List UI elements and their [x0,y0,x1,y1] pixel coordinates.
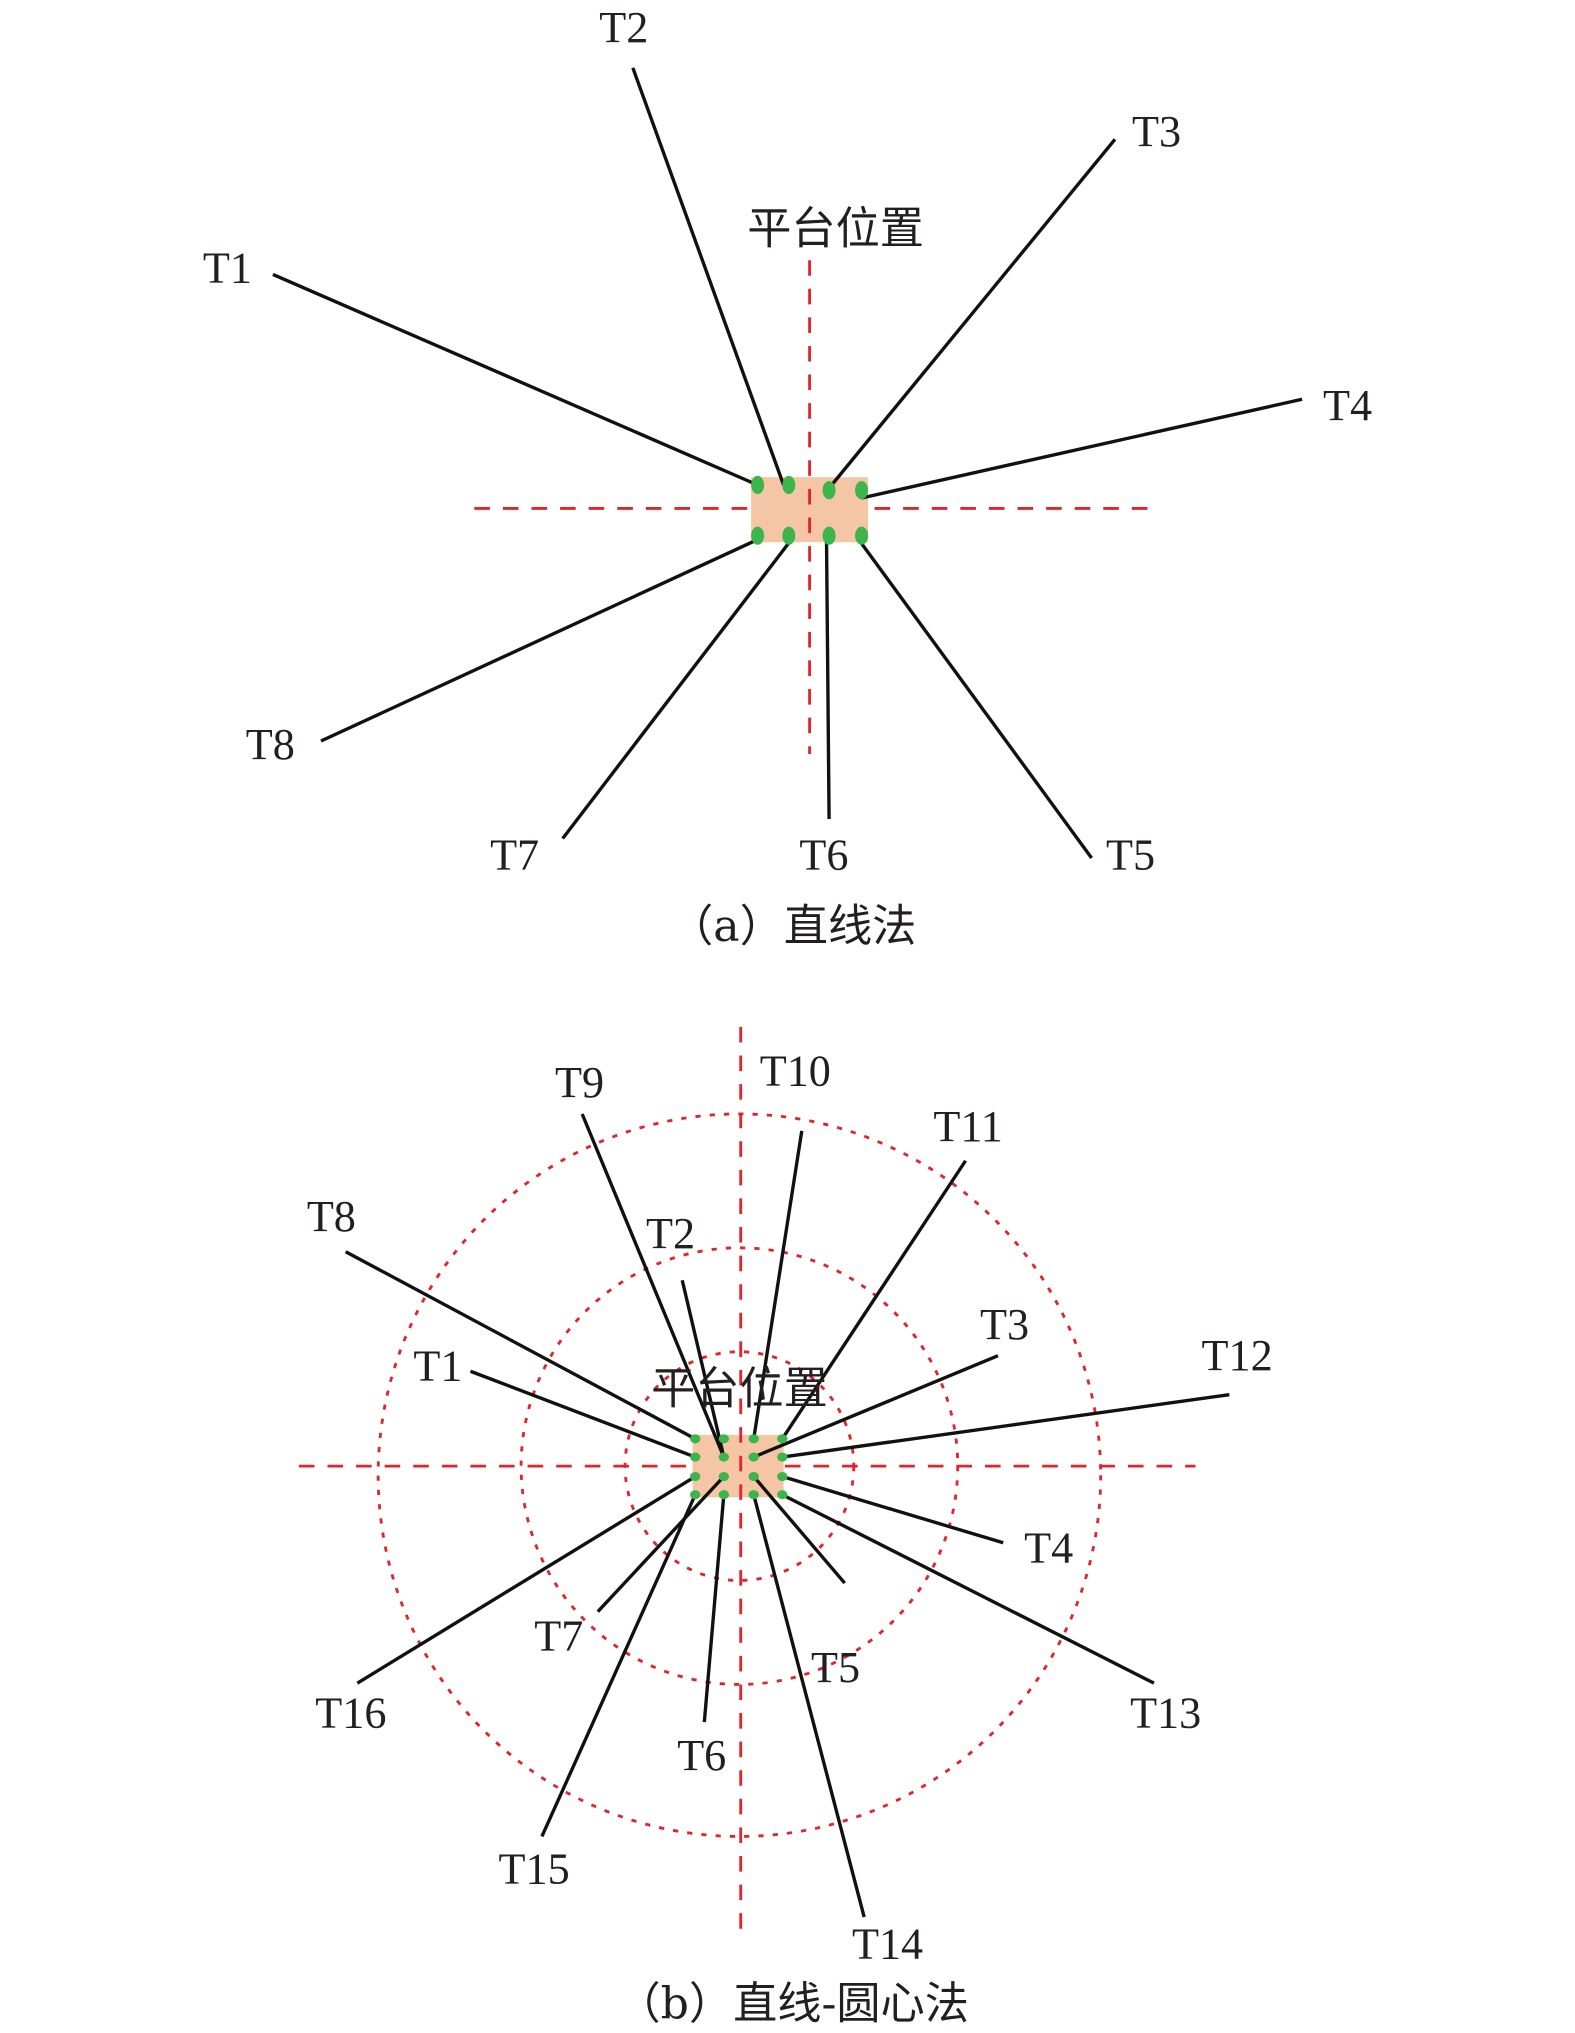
target-label-t1: T1 [413,1341,462,1390]
platform-label-a: 平台位置 [747,203,924,254]
anchor-dot [690,1490,701,1500]
anchor-dot [690,1471,701,1482]
target-label-t5: T5 [1106,831,1155,880]
target-label-t12: T12 [1202,1331,1273,1380]
target-line-t15 [540,1494,697,1838]
anchor-dot [748,1434,759,1444]
target-line-t3 [753,1354,999,1459]
anchor-dot [751,526,765,545]
target-line-t2 [631,67,786,486]
target-label-t4: T4 [1323,381,1372,430]
anchor-dot [777,1490,788,1500]
platform-label-b: 平台位置 [651,1364,828,1415]
anchor-dot [782,526,796,545]
anchor-dot [782,475,796,495]
target-label-t1: T1 [203,243,252,292]
anchor-dot [777,1471,788,1482]
target-label-t6: T6 [799,831,848,880]
anchor-dot [855,526,869,545]
target-label-t7: T7 [490,831,539,880]
anchor-dot [751,475,765,495]
target-line-t8 [344,1250,697,1441]
target-label-t15: T15 [499,1844,570,1893]
target-line-t4 [861,397,1303,500]
caption-a: （a）直线法 [669,901,916,952]
target-line-t12 [782,1392,1230,1459]
target-line-t9 [580,1113,726,1458]
target-line-t13 [781,1493,1155,1685]
anchor-dot [822,481,836,500]
target-label-t13: T13 [1130,1688,1201,1737]
anchor-dot [748,1452,759,1462]
anchor-dot [777,1452,788,1462]
target-label-t2: T2 [599,3,648,52]
target-label-t6: T6 [677,1731,726,1780]
target-line-t7 [596,1475,726,1613]
anchor-dot [690,1434,701,1444]
target-label-t5: T5 [811,1643,860,1692]
target-line-t1 [469,1369,696,1459]
anchor-dot [690,1452,701,1462]
anchor-dot [855,481,869,500]
target-line-t7 [561,538,793,840]
target-line-t1 [272,272,759,487]
anchor-dot [777,1434,788,1444]
target-line-t5 [860,542,1093,859]
caption-b: （b）直线-圆心法 [616,1978,968,2029]
target-line-t8 [320,538,759,743]
anchor-dot [718,1434,730,1444]
target-label-t9: T9 [555,1058,604,1107]
target-label-t3: T3 [980,1300,1029,1349]
target-label-t8: T8 [307,1192,356,1241]
anchor-dot [718,1452,730,1462]
anchor-dot [748,1490,759,1500]
anchor-dot [748,1471,759,1482]
target-line-t6 [702,1494,726,1723]
target-label-t16: T16 [315,1688,386,1737]
target-line-t16 [356,1475,697,1685]
anchor-dot [718,1471,730,1482]
target-line-t4 [781,1474,1004,1545]
target-label-t10: T10 [760,1046,831,1095]
platform-box-b [692,1434,784,1498]
target-label-t8: T8 [246,720,295,769]
target-label-t2: T2 [646,1209,695,1258]
target-label-t4: T4 [1024,1523,1073,1572]
target-line-t3 [830,138,1117,487]
target-label-t11: T11 [933,1102,1003,1151]
target-line-t10 [752,1130,804,1440]
target-line-t6 [824,535,831,819]
anchor-dot [822,526,836,545]
target-label-t7: T7 [534,1612,583,1661]
target-line-t2 [680,1279,726,1458]
anchor-dot [718,1490,730,1500]
target-line-t5 [752,1475,846,1585]
target-label-t14: T14 [852,1920,923,1969]
target-label-t3: T3 [1132,107,1181,156]
target-line-t11 [780,1159,967,1440]
target-line-t14 [752,1494,866,1918]
